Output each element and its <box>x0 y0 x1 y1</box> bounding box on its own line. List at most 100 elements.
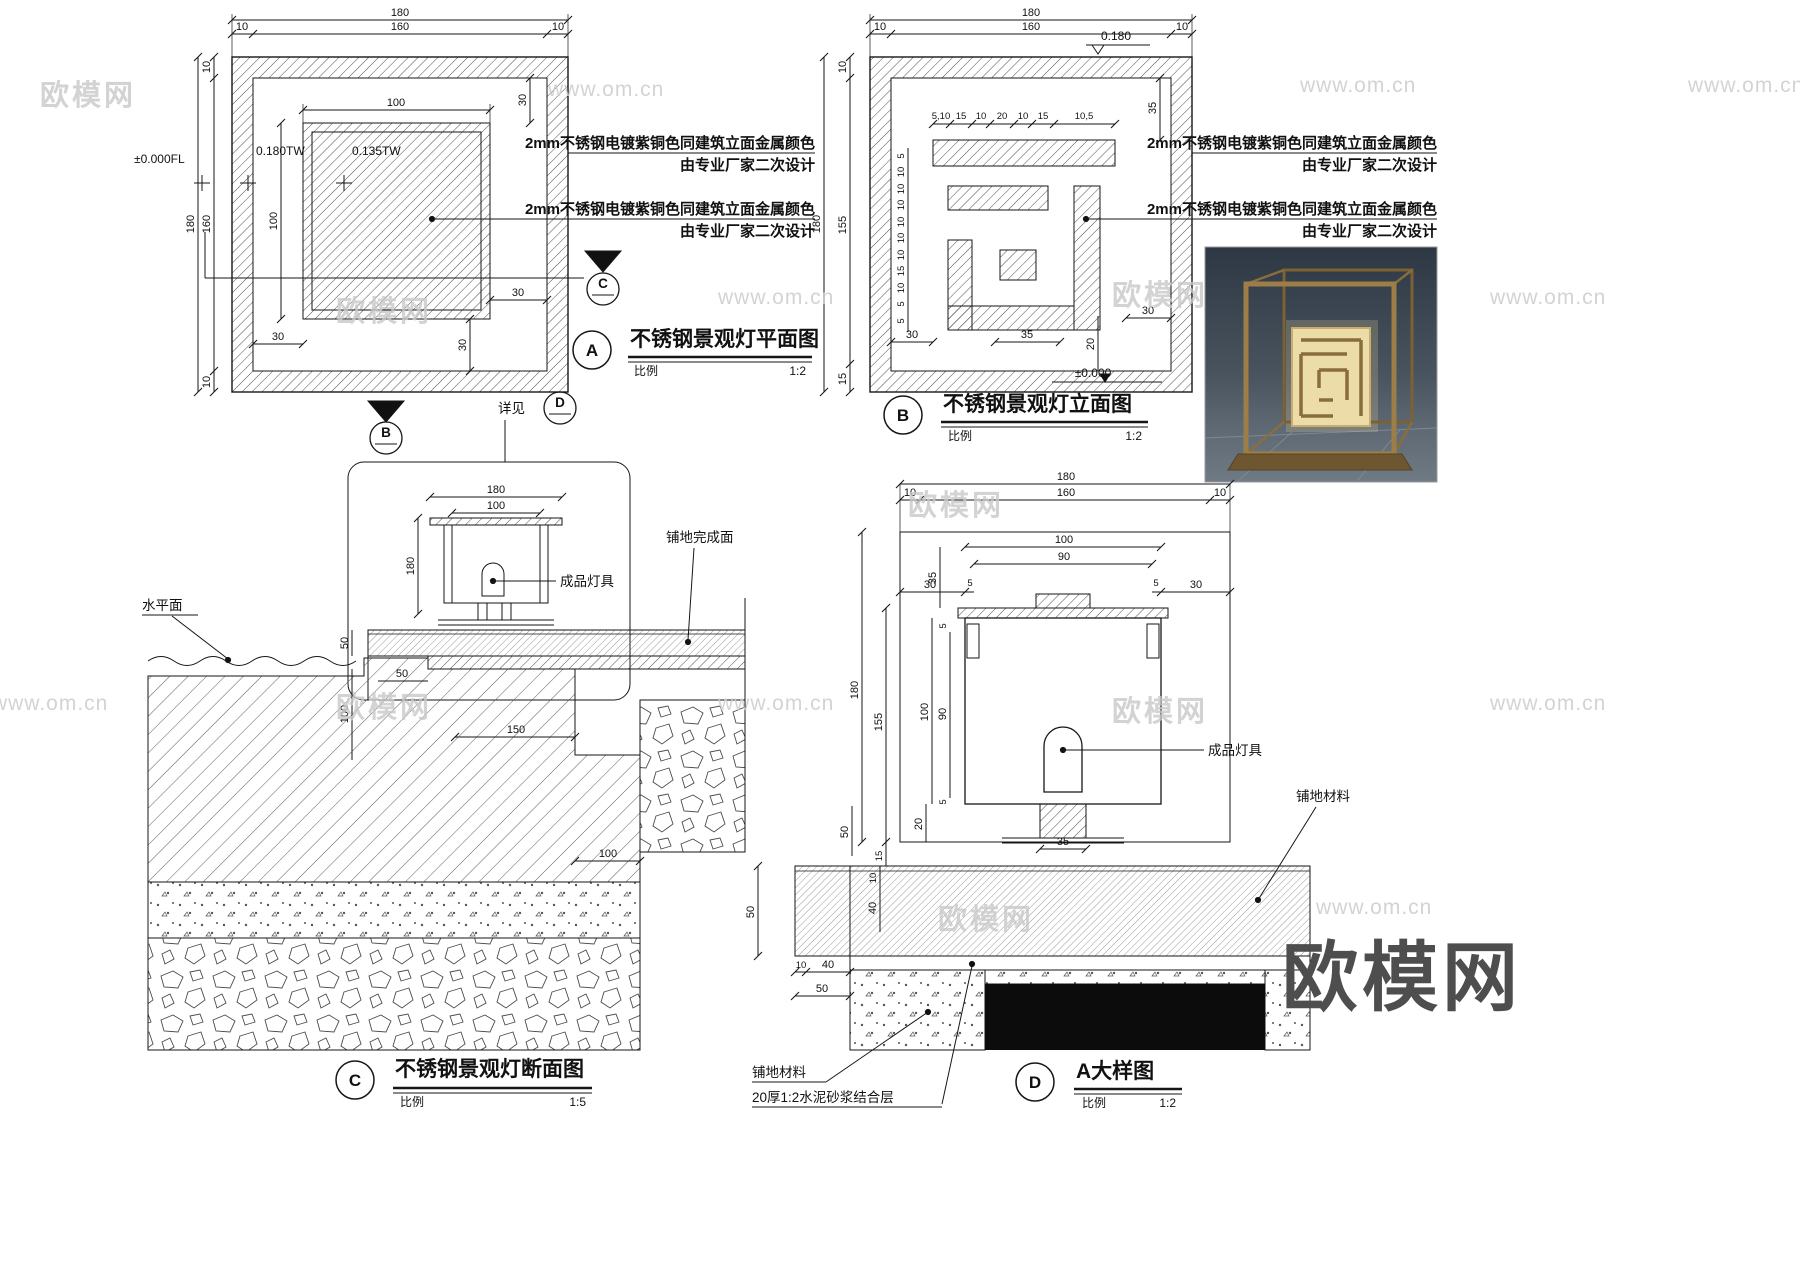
detail-view-d: 180 10 160 10 100 90 30 5 5 30 35 180 15… <box>745 471 1350 1110</box>
dim-180: 180 <box>849 681 861 699</box>
watermark-url: www.om.cn <box>1688 74 1800 97</box>
view-c-scale: 1:5 <box>569 1095 586 1109</box>
dim-30: 30 <box>272 331 284 343</box>
watermark-url: www.om.cn <box>1490 692 1607 715</box>
level-tw180: 0.180TW <box>256 144 305 158</box>
steel-note-1-line1: 2mm不锈钢电镀紫铜色同建筑立面金属颜色 <box>525 134 815 152</box>
watermark-brand: 欧模网 <box>336 296 433 328</box>
watermark-url: www.om.cn <box>1300 74 1417 97</box>
watermark-url: www.om.cn <box>718 692 835 715</box>
view-a-scale: 1:2 <box>789 364 806 378</box>
dim-20: 20 <box>913 818 925 830</box>
dim-100: 100 <box>339 705 351 723</box>
level-tw135: 0.135TW <box>352 144 401 158</box>
dim-50: 50 <box>745 906 757 918</box>
steel-note-1-line2: 由专业厂家二次设计 <box>680 156 815 174</box>
view-a-tag: A <box>586 341 598 360</box>
dim-col: 10 <box>896 200 907 211</box>
dim-10: 10 <box>1214 487 1226 499</box>
dim-180: 180 <box>391 7 409 19</box>
dim-col: 10 <box>896 233 907 244</box>
mortar-label: 20厚1:2水泥砂浆结合层 <box>752 1090 894 1105</box>
dim-row: 15 <box>1038 111 1049 122</box>
dim-35: 35 <box>1057 836 1069 848</box>
dim-row: 15 <box>956 111 967 122</box>
dim-180: 180 <box>405 557 417 575</box>
see-detail-label: 详见 <box>498 401 525 416</box>
dim-100: 100 <box>387 97 405 109</box>
dim-10: 10 <box>201 376 213 388</box>
dim-100: 100 <box>487 500 505 512</box>
dim-150: 150 <box>507 724 525 736</box>
dim-35: 35 <box>1147 102 1159 114</box>
watermark-brand: 欧模网 <box>908 490 1005 522</box>
dim-col: 10 <box>896 217 907 228</box>
dim-100: 100 <box>599 848 617 860</box>
dim-180: 180 <box>1057 471 1075 483</box>
paving-finish-label: 铺地完成面 <box>666 530 734 545</box>
dim-30: 30 <box>457 339 469 351</box>
dim-50: 50 <box>396 668 408 680</box>
section-marker-c-label: C <box>598 276 608 291</box>
dim-col: 10 <box>896 250 907 261</box>
section-view-c: 180 100 180 成品灯具 水平面 50 100 50 150 100 铺… <box>142 461 746 1109</box>
dim-20: 20 <box>1085 338 1097 350</box>
dim-30: 30 <box>1142 305 1154 317</box>
view-b-title: 不锈钢景观灯立面图 <box>943 392 1132 416</box>
view-d-tag: D <box>1029 1073 1041 1092</box>
dim-50: 50 <box>816 983 828 995</box>
dim-100: 100 <box>268 212 280 230</box>
lantern-glyph <box>1299 338 1363 418</box>
view-c-title: 不锈钢景观灯断面图 <box>395 1057 584 1081</box>
dim-10: 10 <box>796 960 807 971</box>
paving-material-label: 铺地材料 <box>752 1065 806 1080</box>
dim-row: 5,10 <box>932 111 951 122</box>
dim-5: 5 <box>938 623 949 628</box>
dim-col: 5 <box>896 153 907 158</box>
view-d-scale: 1:2 <box>1159 1096 1176 1110</box>
dim-30: 30 <box>1190 579 1202 591</box>
section-marker-b-label: B <box>381 425 391 440</box>
dim-180: 180 <box>1022 7 1040 19</box>
dim-5: 5 <box>967 578 972 589</box>
steel-note-4-line1: 2mm不锈钢电镀紫铜色同建筑立面金属颜色 <box>1147 200 1437 218</box>
waterproof-layer <box>985 984 1265 1050</box>
dim-col: 10 <box>896 167 907 178</box>
dim-10: 10 <box>874 21 886 33</box>
dim-40: 40 <box>822 959 834 971</box>
dim-col: 10 <box>896 184 907 195</box>
section-marker-c-triangle <box>583 250 623 273</box>
scale-label: 比例 <box>634 364 658 378</box>
lantern-glow-panel <box>1291 327 1371 427</box>
steel-note-4-line2: 由专业厂家二次设计 <box>1302 222 1437 240</box>
level-fl: ±0.000FL <box>134 152 185 166</box>
steel-note-2-line2: 由专业厂家二次设计 <box>680 222 815 240</box>
dim-30: 30 <box>512 287 524 299</box>
watermark-brand: 欧模网 <box>1112 280 1209 312</box>
dim-10: 10 <box>236 21 248 33</box>
dim-5: 5 <box>938 799 949 804</box>
dim-5: 5 <box>1153 578 1158 589</box>
site-logo: 欧模网 <box>1282 936 1522 1021</box>
level-top: 0.180 <box>1101 29 1131 43</box>
dim-155: 155 <box>873 713 885 731</box>
dim-180: 180 <box>487 484 505 496</box>
view-d-title: A大样图 <box>1076 1059 1154 1083</box>
dim-180: 180 <box>811 215 823 233</box>
plan-view-a: 180 10 160 10 100 30 180 10 160 10 100 3… <box>134 7 819 462</box>
scale-label: 比例 <box>948 429 972 443</box>
watermark-brand: 欧模网 <box>938 904 1035 936</box>
view-b-tag: B <box>897 406 909 425</box>
dim-90: 90 <box>937 708 949 720</box>
detail-marker-d-label: D <box>555 395 565 410</box>
dim-155: 155 <box>837 216 849 234</box>
steel-note-2-line1: 2mm不锈钢电镀紫铜色同建筑立面金属颜色 <box>525 200 815 218</box>
dim-10: 10 <box>1176 21 1188 33</box>
dim-160: 160 <box>201 215 213 233</box>
dim-30: 30 <box>924 579 936 591</box>
dim-160: 160 <box>391 21 409 33</box>
dim-100: 100 <box>919 703 931 721</box>
dim-30: 30 <box>517 94 529 106</box>
